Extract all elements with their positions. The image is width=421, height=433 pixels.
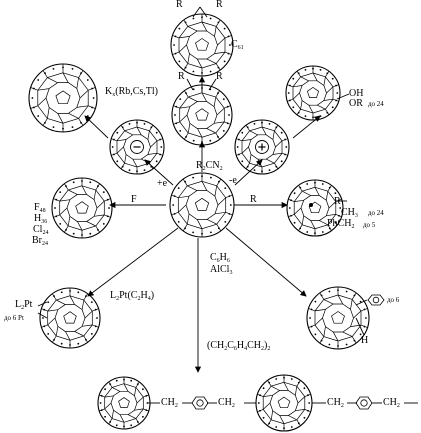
reagent-l2pt: L2Pt(C2H4) — [110, 290, 155, 302]
reagent-xylylene: (CH2C6H4CH2)2 — [207, 340, 271, 352]
reagent-f: F — [131, 194, 137, 205]
cage-oxidized — [285, 65, 341, 121]
arrow-oxidation — [234, 159, 263, 186]
polymer-ch2-d: CH2 — [383, 397, 400, 409]
alkyl-r: R — [334, 196, 341, 207]
oxidized-or: OR — [349, 98, 363, 109]
benzene-ring-2 — [355, 396, 373, 410]
arrow-phenylation — [225, 227, 307, 297]
reagent-alcl3: AlCl3 — [210, 264, 233, 276]
reagent-minus-e: -e — [229, 175, 237, 186]
cage-c61 — [170, 13, 234, 77]
cage-center — [169, 172, 235, 238]
alkyl-range-1: до 24 — [368, 209, 384, 217]
cage-phenyl — [306, 286, 370, 350]
cage-alkyl — [286, 179, 344, 237]
halide-h36: H36 — [34, 213, 48, 225]
cage-platinum — [39, 287, 101, 349]
reagent-plus-e: +e — [157, 178, 168, 189]
platinum-range: до 6 Pt — [4, 314, 24, 322]
alkyl-phch2: PhCH2 — [327, 218, 355, 230]
c61-r-left: R — [176, 0, 183, 10]
benzene-ring-1 — [191, 396, 209, 410]
benzene-ring-phenyl — [367, 294, 385, 306]
salt-label: Kx(Rb,Cs,Tl) — [105, 86, 159, 98]
reagent-r: R — [250, 194, 257, 205]
phenyl-range: до 6 — [387, 296, 400, 304]
cage-polymer-1 — [97, 376, 151, 430]
arrow-platinum — [87, 227, 179, 297]
polymer-ch2-c: CH2 — [327, 397, 344, 409]
cage-anion — [109, 119, 165, 175]
cage-polymer-2 — [255, 374, 313, 432]
polymer-ch2-b: CH2 — [218, 397, 235, 409]
oxidized-oh: OH — [349, 88, 364, 99]
polymer-ch2-a: CH2 — [161, 397, 178, 409]
c61-r-right: R — [216, 0, 223, 10]
halide-cl24: Cl24 — [33, 224, 49, 236]
platinum-l2pt: L2Pt — [15, 299, 33, 311]
reagent-c6h6: C6H6 — [210, 252, 230, 264]
cage-salt — [28, 63, 98, 133]
reaction-arrows — [84, 76, 321, 373]
cage-methano — [171, 84, 233, 146]
phenyl-h: H — [361, 335, 369, 346]
methano-r-left: R — [178, 71, 185, 82]
reagent-r2cn2: R2CN2 — [196, 160, 223, 172]
cage-halide — [51, 177, 113, 239]
oxidized-range: до 24 — [368, 100, 384, 108]
arrow-salt — [84, 115, 109, 139]
c61-label: C61 — [231, 39, 244, 51]
alkyl-range-2: до 5 — [363, 221, 376, 229]
cage-cation — [234, 119, 290, 175]
benzene-rings — [191, 294, 385, 410]
halide-f48: F48 — [34, 202, 46, 214]
methano-r-right: R — [216, 71, 223, 82]
halide-br24: Br24 — [32, 235, 48, 247]
alkyl-ch3: CH3 — [341, 207, 358, 219]
fullerene-cages — [28, 13, 370, 432]
